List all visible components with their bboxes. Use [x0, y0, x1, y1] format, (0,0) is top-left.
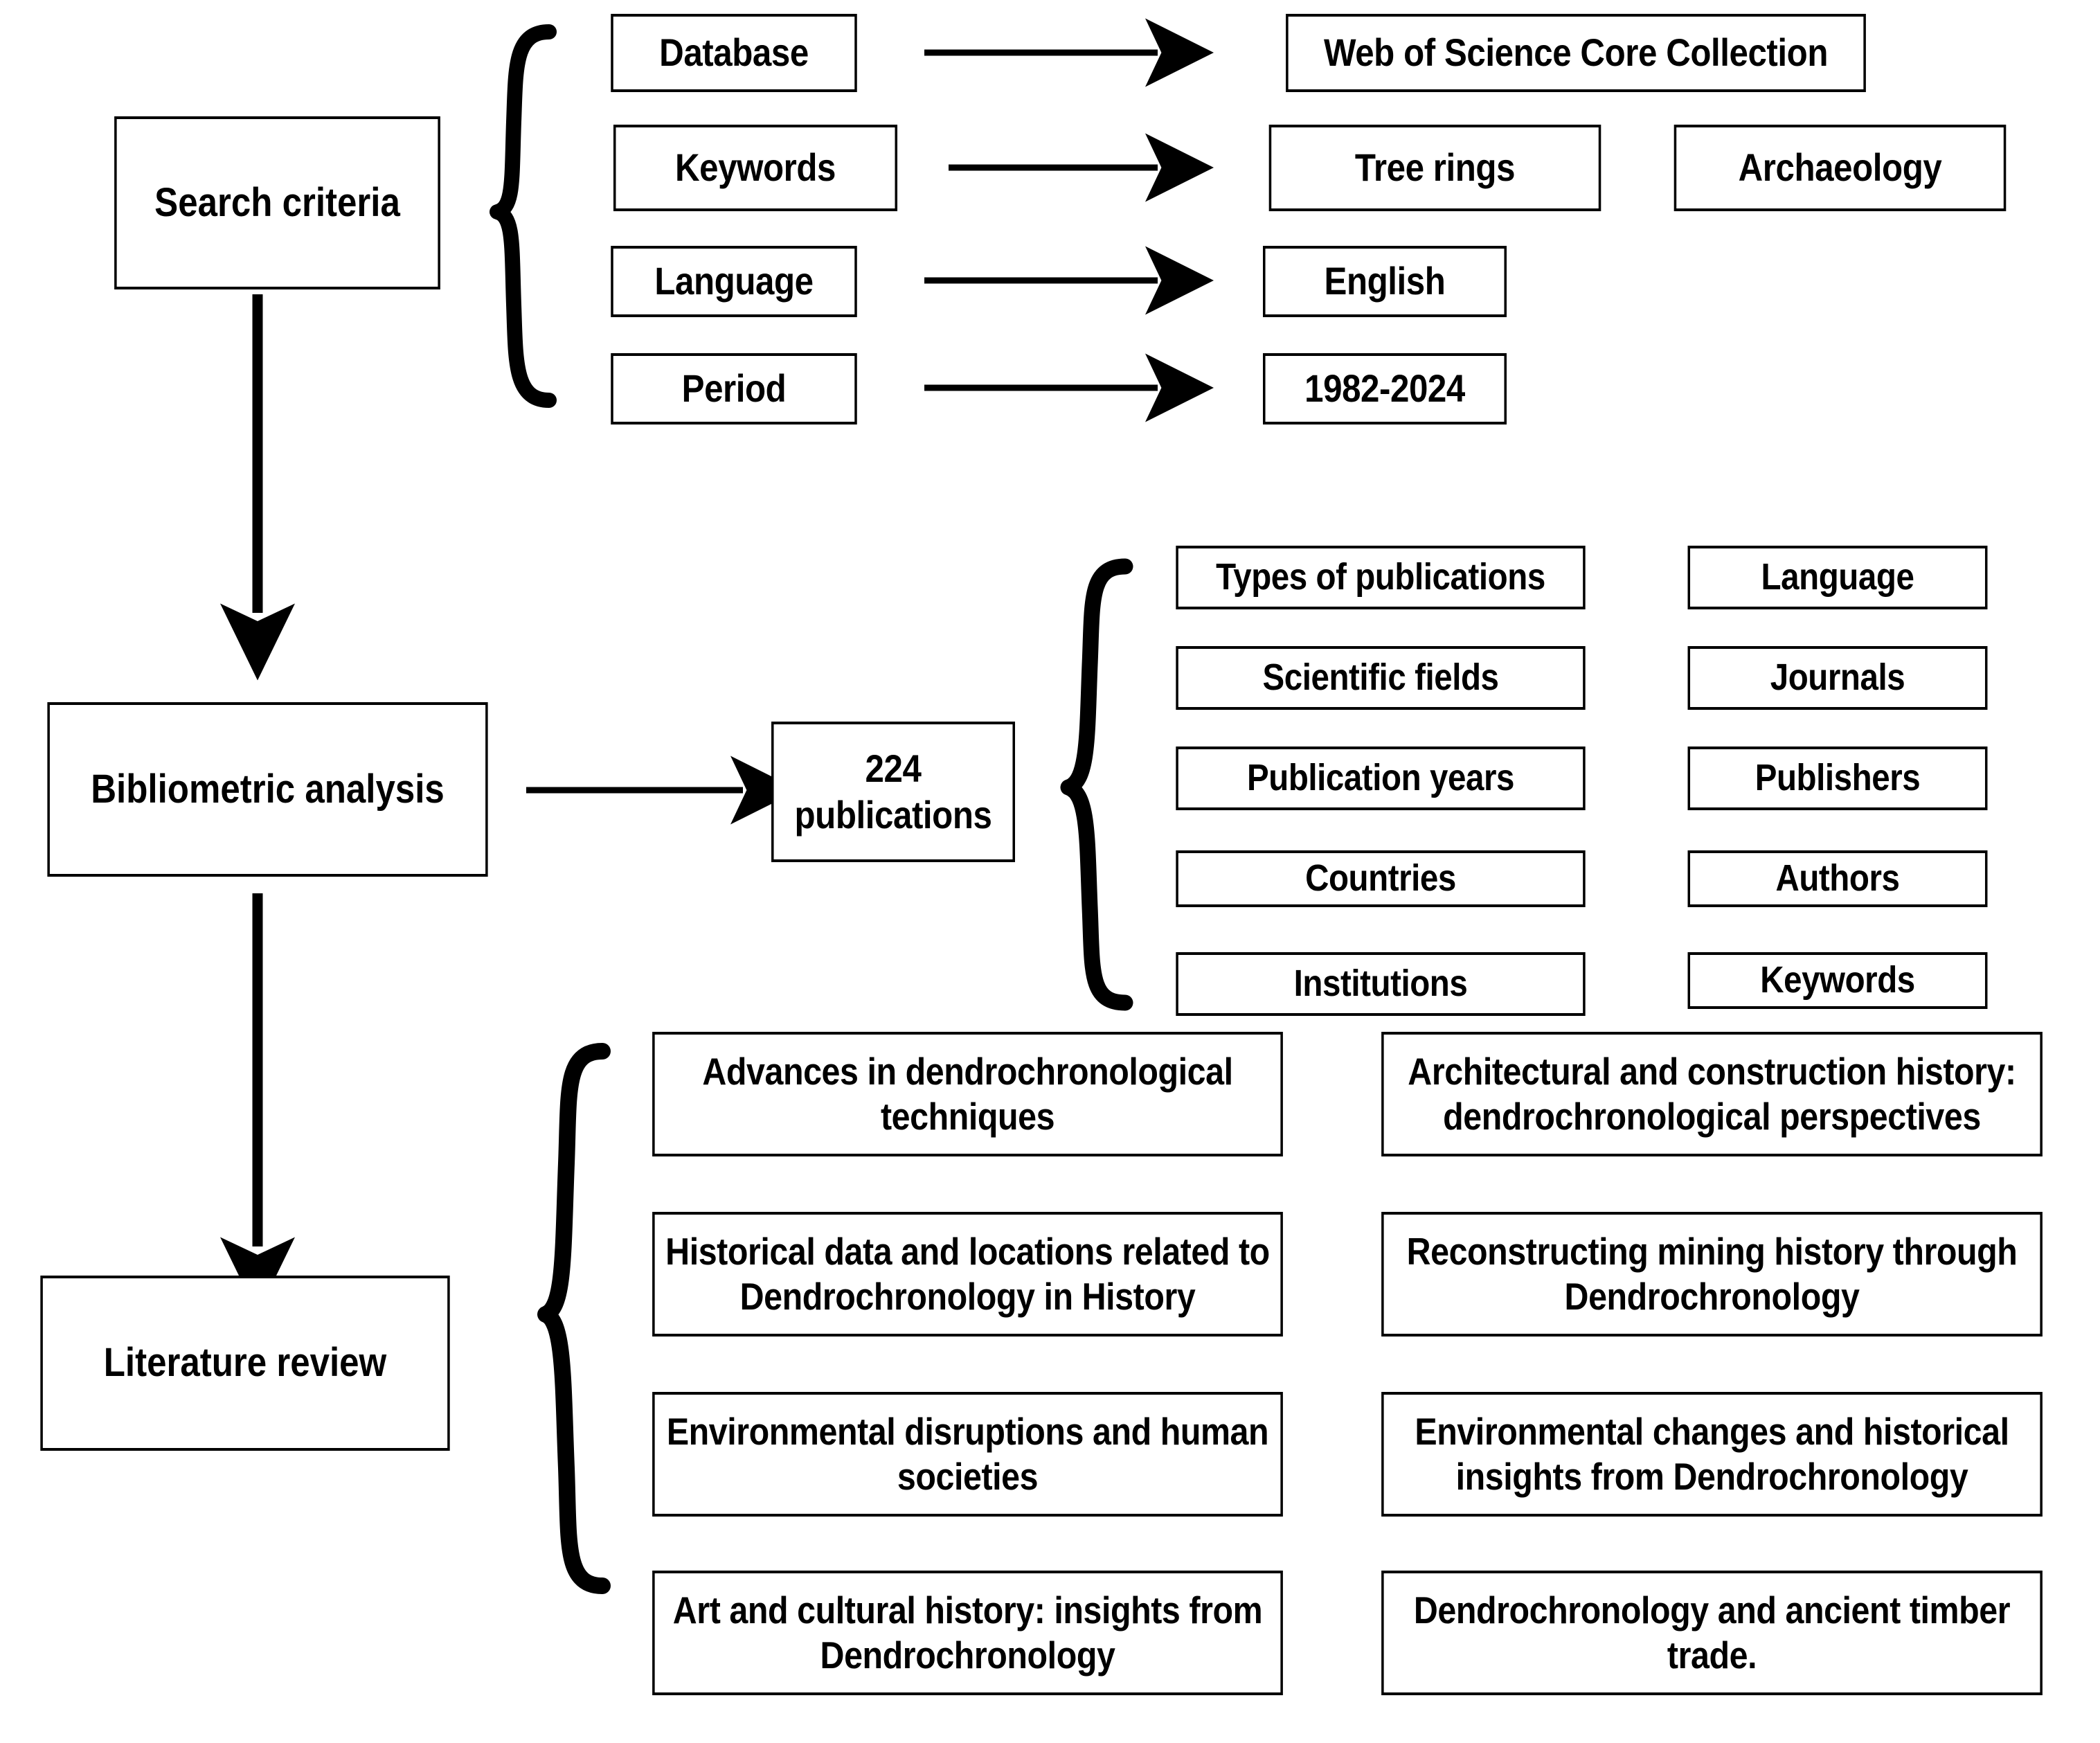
- review-topic-label: Advances in dendrochronological techniqu…: [702, 1050, 1233, 1138]
- bibliometric-category-label: Keywords: [1760, 959, 1915, 1001]
- review-topic-label: Historical data and locations related to…: [665, 1230, 1270, 1318]
- criteria-box-database[interactable]: Database: [611, 14, 857, 92]
- value-box-language[interactable]: English: [1263, 246, 1507, 317]
- bibliometric-category-authors[interactable]: Authors: [1687, 850, 1988, 907]
- bibliometric-category-language[interactable]: Language: [1687, 546, 1988, 609]
- review-topic-label: Dendrochronology and ancient timber trad…: [1413, 1589, 2011, 1677]
- brace-literature-review: [537, 1043, 611, 1594]
- value-box-keyword-archaeology[interactable]: Archaeology: [1673, 125, 2007, 211]
- review-topic-label: Reconstructing mining history through De…: [1406, 1230, 2018, 1318]
- bibliometric-category-institutions[interactable]: Institutions: [1176, 952, 1586, 1016]
- bibliometric-category-types-of-publications[interactable]: Types of publications: [1176, 546, 1586, 609]
- criteria-label-language: Language: [654, 259, 814, 303]
- review-topic-label: Environmental changes and historical ins…: [1415, 1410, 2009, 1498]
- bibliometric-category-label: Institutions: [1293, 963, 1468, 1005]
- publications-word: publications: [794, 792, 992, 837]
- review-topic-environmental-changes[interactable]: Environmental changes and historical ins…: [1381, 1392, 2043, 1517]
- review-topic-art-cultural-history[interactable]: Art and cultural history: insights from …: [652, 1571, 1283, 1695]
- review-topic-label: Environmental disruptions and human soci…: [666, 1410, 1269, 1498]
- bibliometric-category-label: Scientific fields: [1262, 656, 1499, 699]
- stage-label-bibliometric-analysis: Bibliometric analysis: [91, 766, 445, 812]
- criteria-label-keywords: Keywords: [674, 145, 836, 190]
- review-topic-label: Art and cultural history: insights from …: [672, 1589, 1263, 1677]
- value-label-period-range: 1982-2024: [1304, 366, 1465, 411]
- bibliometric-category-label: Countries: [1305, 857, 1456, 900]
- bibliometric-category-label: Journals: [1770, 656, 1905, 699]
- criteria-box-keywords[interactable]: Keywords: [613, 125, 898, 211]
- value-box-keyword-tree-rings[interactable]: Tree rings: [1268, 125, 1601, 211]
- stage-label-literature-review: Literature review: [103, 1340, 387, 1386]
- review-topic-architectural-construction-history[interactable]: Architectural and construction history: …: [1381, 1032, 2043, 1156]
- bibliometric-category-label: Publishers: [1755, 757, 1921, 799]
- bibliometric-category-scientific-fields[interactable]: Scientific fields: [1176, 646, 1586, 710]
- bibliometric-category-label: Types of publications: [1216, 556, 1545, 598]
- stage-box-literature-review[interactable]: Literature review: [40, 1276, 450, 1451]
- value-label-archaeology: Archaeology: [1738, 145, 1942, 190]
- criteria-box-period[interactable]: Period: [611, 353, 857, 424]
- criteria-label-period: Period: [681, 366, 787, 411]
- review-topic-environmental-disruptions[interactable]: Environmental disruptions and human soci…: [652, 1392, 1283, 1517]
- bibliometric-category-publication-years[interactable]: Publication years: [1176, 747, 1586, 810]
- bibliometric-category-keywords[interactable]: Keywords: [1687, 952, 1988, 1009]
- brace-search-criteria: [490, 24, 557, 408]
- publications-count-box[interactable]: 224 publications: [771, 722, 1015, 862]
- value-label-tree-rings: Tree rings: [1354, 145, 1516, 190]
- review-topic-label: Architectural and construction history: …: [1408, 1050, 2016, 1138]
- value-box-period[interactable]: 1982-2024: [1263, 353, 1507, 424]
- criteria-box-language[interactable]: Language: [611, 246, 857, 317]
- stage-label-search-criteria: Search criteria: [154, 179, 400, 225]
- value-label-database: Web of Science Core Collection: [1324, 30, 1828, 75]
- brace-bibliometric-categories: [1060, 558, 1133, 1011]
- review-topic-advances-in-techniques[interactable]: Advances in dendrochronological techniqu…: [652, 1032, 1283, 1156]
- review-topic-mining-history[interactable]: Reconstructing mining history through De…: [1381, 1212, 2043, 1337]
- bibliometric-category-countries[interactable]: Countries: [1176, 850, 1586, 907]
- publications-count: 224: [865, 747, 922, 791]
- bibliometric-category-journals[interactable]: Journals: [1687, 646, 1988, 710]
- bibliometric-category-label: Publication years: [1246, 757, 1515, 799]
- value-box-database[interactable]: Web of Science Core Collection: [1286, 14, 1866, 92]
- bibliometric-category-publishers[interactable]: Publishers: [1687, 747, 1988, 810]
- bibliometric-category-label: Authors: [1775, 857, 1900, 900]
- criteria-label-database: Database: [659, 30, 809, 75]
- bibliometric-category-label: Language: [1761, 556, 1914, 598]
- review-topic-ancient-timber-trade[interactable]: Dendrochronology and ancient timber trad…: [1381, 1571, 2043, 1695]
- stage-box-search-criteria[interactable]: Search criteria: [114, 116, 440, 289]
- review-topic-historical-data-locations[interactable]: Historical data and locations related to…: [652, 1212, 1283, 1337]
- value-label-english: English: [1324, 259, 1446, 303]
- stage-box-bibliometric-analysis[interactable]: Bibliometric analysis: [47, 702, 488, 877]
